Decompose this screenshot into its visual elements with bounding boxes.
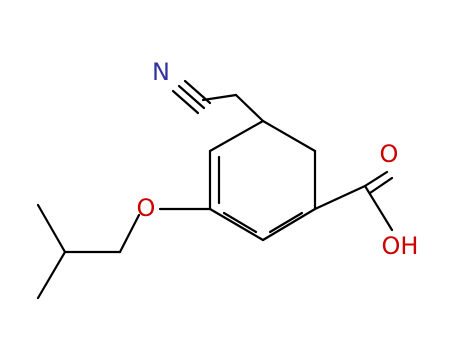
- carboxyl-bond: [313, 184, 367, 211]
- alkyl-bond: [36, 250, 67, 300]
- ring-inner-bond: [268, 211, 304, 234]
- ring-bond: [261, 119, 317, 153]
- nitrile-triple-bond: [177, 84, 206, 110]
- ring-inner-bond: [222, 211, 258, 234]
- bond-lines: [36, 79, 394, 300]
- nitrile-bond: [234, 93, 265, 123]
- hydroxyl-atom-label: OH: [382, 232, 419, 260]
- ring-oxygen-atom-label: O: [137, 194, 156, 222]
- ring-bond: [261, 207, 317, 242]
- carbonyl-double-bond: [363, 170, 389, 188]
- nitrogen-atom-label: N: [152, 58, 170, 86]
- nitrile-triple-bond: [183, 79, 212, 105]
- nitrile-bond-inner: [201, 93, 238, 102]
- ether-bond: [118, 213, 141, 254]
- alkyl-bond: [36, 203, 67, 254]
- ring-bond: [208, 207, 265, 242]
- ring-bond: [208, 119, 265, 153]
- carbonyl-oxygen-atom-label: O: [380, 140, 399, 168]
- nitrile-triple-bond: [171, 89, 200, 115]
- carbonyl-double-bond: [368, 176, 394, 195]
- hydroxyl-bond: [363, 184, 394, 232]
